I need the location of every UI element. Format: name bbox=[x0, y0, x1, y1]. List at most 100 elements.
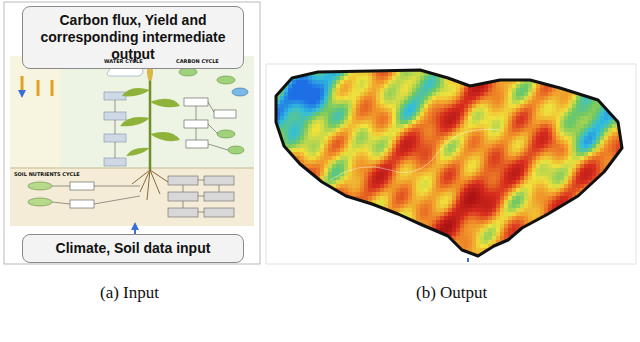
heatmap-cell bbox=[304, 112, 308, 116]
heatmap-cell bbox=[372, 108, 376, 112]
heatmap-cell bbox=[304, 108, 308, 112]
heatmap-cell bbox=[384, 148, 388, 152]
heatmap-cell bbox=[564, 100, 568, 104]
heatmap-cell bbox=[324, 132, 328, 136]
heatmap-cell bbox=[384, 92, 388, 96]
heatmap-cell bbox=[508, 124, 512, 128]
heatmap-cell bbox=[428, 136, 432, 140]
heatmap-cell bbox=[412, 104, 416, 108]
heatmap-cell bbox=[424, 76, 428, 80]
heatmap-cell bbox=[608, 120, 612, 124]
heatmap-cell bbox=[368, 128, 372, 132]
heatmap-cell bbox=[328, 156, 332, 160]
heatmap-cell bbox=[556, 104, 560, 108]
heatmap-cell bbox=[316, 144, 320, 148]
heatmap-cell bbox=[536, 132, 540, 136]
heatmap-cell bbox=[528, 144, 532, 148]
heatmap-cell bbox=[272, 76, 276, 80]
heatmap-cell bbox=[588, 136, 592, 140]
heatmap-cell bbox=[344, 116, 348, 120]
heatmap-cell bbox=[448, 108, 452, 112]
heatmap-cell bbox=[504, 148, 508, 152]
heatmap-cell bbox=[512, 100, 516, 104]
heatmap-cell bbox=[316, 128, 320, 132]
heatmap-cell bbox=[564, 152, 568, 156]
heatmap-cell bbox=[604, 92, 608, 96]
heatmap-cell bbox=[472, 108, 476, 112]
heatmap-cell bbox=[476, 96, 480, 100]
heatmap-cell bbox=[560, 108, 564, 112]
heatmap-cell bbox=[356, 96, 360, 100]
heatmap-cell bbox=[476, 136, 480, 140]
heatmap-cell bbox=[476, 68, 480, 72]
heatmap-cell bbox=[436, 88, 440, 92]
heatmap-cell bbox=[344, 120, 348, 124]
heatmap-cell bbox=[272, 128, 276, 132]
heatmap-cell bbox=[376, 108, 380, 112]
heatmap-cell bbox=[560, 148, 564, 152]
heatmap-cell bbox=[304, 104, 308, 108]
heatmap-cell bbox=[332, 92, 336, 96]
heatmap-cell bbox=[292, 120, 296, 124]
heatmap-cell bbox=[440, 108, 444, 112]
heatmap-cell bbox=[556, 72, 560, 76]
heatmap-cell bbox=[296, 92, 300, 96]
heatmap-cell bbox=[344, 144, 348, 148]
heatmap-cell bbox=[576, 116, 580, 120]
heatmap-cell bbox=[476, 112, 480, 116]
heatmap-cell bbox=[352, 132, 356, 136]
heatmap-cell bbox=[312, 156, 316, 160]
heatmap-cell bbox=[376, 88, 380, 92]
heatmap-cell bbox=[432, 128, 436, 132]
heatmap-cell bbox=[308, 100, 312, 104]
heatmap-cell bbox=[620, 100, 624, 104]
heatmap-cell bbox=[400, 144, 404, 148]
heatmap-cell bbox=[456, 140, 460, 144]
heatmap-cell bbox=[452, 120, 456, 124]
heatmap-cell bbox=[300, 140, 304, 144]
heatmap-cell bbox=[508, 148, 512, 152]
heatmap-cell bbox=[408, 104, 412, 108]
heatmap-cell bbox=[504, 124, 508, 128]
heatmap-cell bbox=[620, 92, 624, 96]
heatmap-cell bbox=[420, 84, 424, 88]
heatmap-cell bbox=[412, 72, 416, 76]
heatmap-cell bbox=[608, 84, 612, 88]
heatmap-cell bbox=[336, 128, 340, 132]
heatmap-cell bbox=[512, 116, 516, 120]
heatmap-cell bbox=[296, 120, 300, 124]
heatmap-cell bbox=[488, 116, 492, 120]
heatmap-cell bbox=[596, 88, 600, 92]
heatmap-cell bbox=[304, 136, 308, 140]
heatmap-cell bbox=[288, 112, 292, 116]
heatmap-cell bbox=[424, 88, 428, 92]
heatmap-cell bbox=[552, 100, 556, 104]
heatmap-cell bbox=[432, 132, 436, 136]
heatmap-cell bbox=[412, 96, 416, 100]
heatmap-cell bbox=[572, 140, 576, 144]
heatmap-cell bbox=[480, 144, 484, 148]
heatmap-cell bbox=[508, 128, 512, 132]
heatmap-cell bbox=[280, 152, 284, 156]
heatmap-cell bbox=[440, 104, 444, 108]
heatmap-cell bbox=[540, 116, 544, 120]
heatmap-cell bbox=[404, 124, 408, 128]
heatmap-cell bbox=[500, 144, 504, 148]
heatmap-cell bbox=[440, 148, 444, 152]
heatmap-cell bbox=[460, 116, 464, 120]
heatmap-cell bbox=[344, 104, 348, 108]
heatmap-cell bbox=[564, 120, 568, 124]
heatmap-cell bbox=[404, 100, 408, 104]
heatmap-cell bbox=[484, 152, 488, 156]
heatmap-cell bbox=[508, 108, 512, 112]
heatmap-cell bbox=[288, 116, 292, 120]
heatmap-cell bbox=[400, 148, 404, 152]
heatmap-cell bbox=[292, 128, 296, 132]
heatmap-cell bbox=[284, 108, 288, 112]
heatmap-cell bbox=[520, 128, 524, 132]
heatmap-cell bbox=[544, 152, 548, 156]
heatmap-cell bbox=[396, 124, 400, 128]
heatmap-cell bbox=[340, 124, 344, 128]
heatmap-cell bbox=[360, 148, 364, 152]
heatmap-cell bbox=[404, 72, 408, 76]
